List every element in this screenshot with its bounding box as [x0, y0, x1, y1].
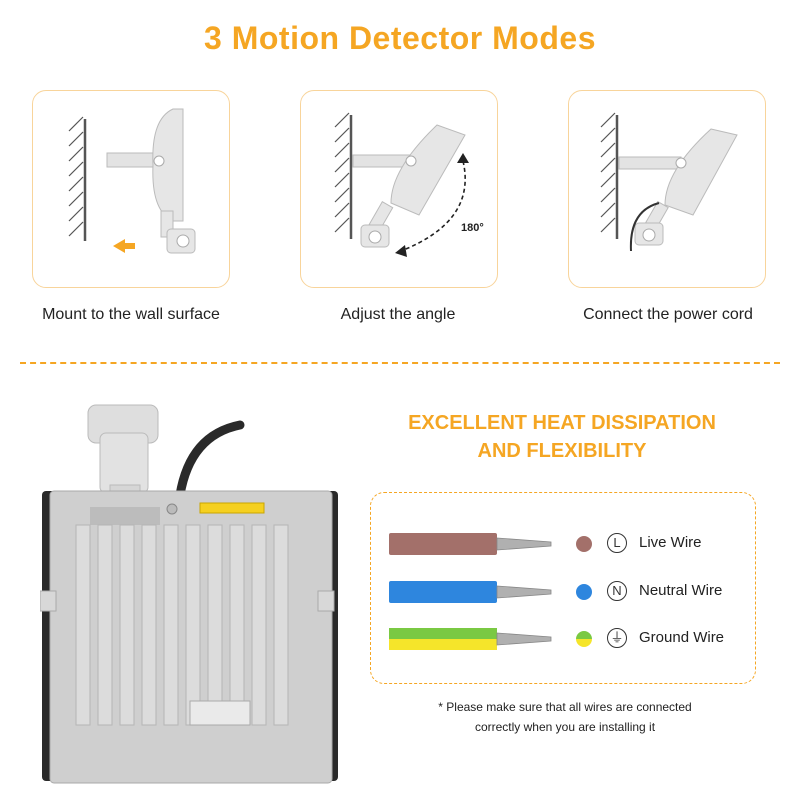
wiring-note-line2: correctly when you are installing it	[474, 720, 656, 734]
angle-label: 180°	[461, 222, 484, 234]
mode-caption-power: Connect the power cord	[583, 306, 753, 323]
live-symbol: L	[607, 533, 627, 553]
mode-panel-power	[568, 90, 766, 288]
mode-caption-mount: Mount to the wall surface	[42, 306, 220, 323]
heat-title-line1: EXCELLENT HEAT DISSIPATION	[408, 412, 716, 434]
mount-illustration	[68, 108, 196, 254]
floodlight-back-illustration	[40, 404, 338, 784]
wiring-note: * Please make sure that all wires are co…	[400, 697, 730, 737]
mode-panel-angle: 180°	[300, 90, 498, 288]
mode-caption-angle: Adjust the angle	[340, 306, 456, 323]
ground-symbol: ⏚	[607, 628, 627, 648]
wire-row-neutral: N Neutral Wire	[371, 577, 757, 607]
section-divider	[20, 362, 780, 364]
live-wire-graphic	[389, 533, 552, 555]
ground-color-dot	[576, 631, 592, 647]
neutral-symbol: N	[607, 581, 627, 601]
live-label: Live Wire	[639, 534, 702, 551]
mode-panel-mount	[32, 90, 230, 288]
heat-title-line2: AND FLEXIBILITY	[477, 440, 647, 462]
wire-row-ground: ⏚ Ground Wire	[371, 624, 757, 654]
neutral-label: Neutral Wire	[639, 582, 723, 599]
neutral-color-dot	[576, 584, 592, 600]
wire-row-live: L Live Wire	[371, 529, 757, 559]
wire-legend-box: L Live Wire N Neutral Wire ⏚ Ground Wire	[370, 492, 756, 684]
live-color-dot	[576, 536, 592, 552]
page-title: 3 Motion Detector Modes	[204, 20, 596, 56]
ground-label: Ground Wire	[639, 629, 725, 646]
power-illustration	[600, 112, 738, 252]
wiring-note-line1: * Please make sure that all wires are co…	[438, 700, 692, 714]
neutral-wire-graphic	[389, 581, 552, 603]
angle-illustration: 180°	[334, 112, 484, 257]
ground-wire-graphic	[389, 628, 552, 650]
